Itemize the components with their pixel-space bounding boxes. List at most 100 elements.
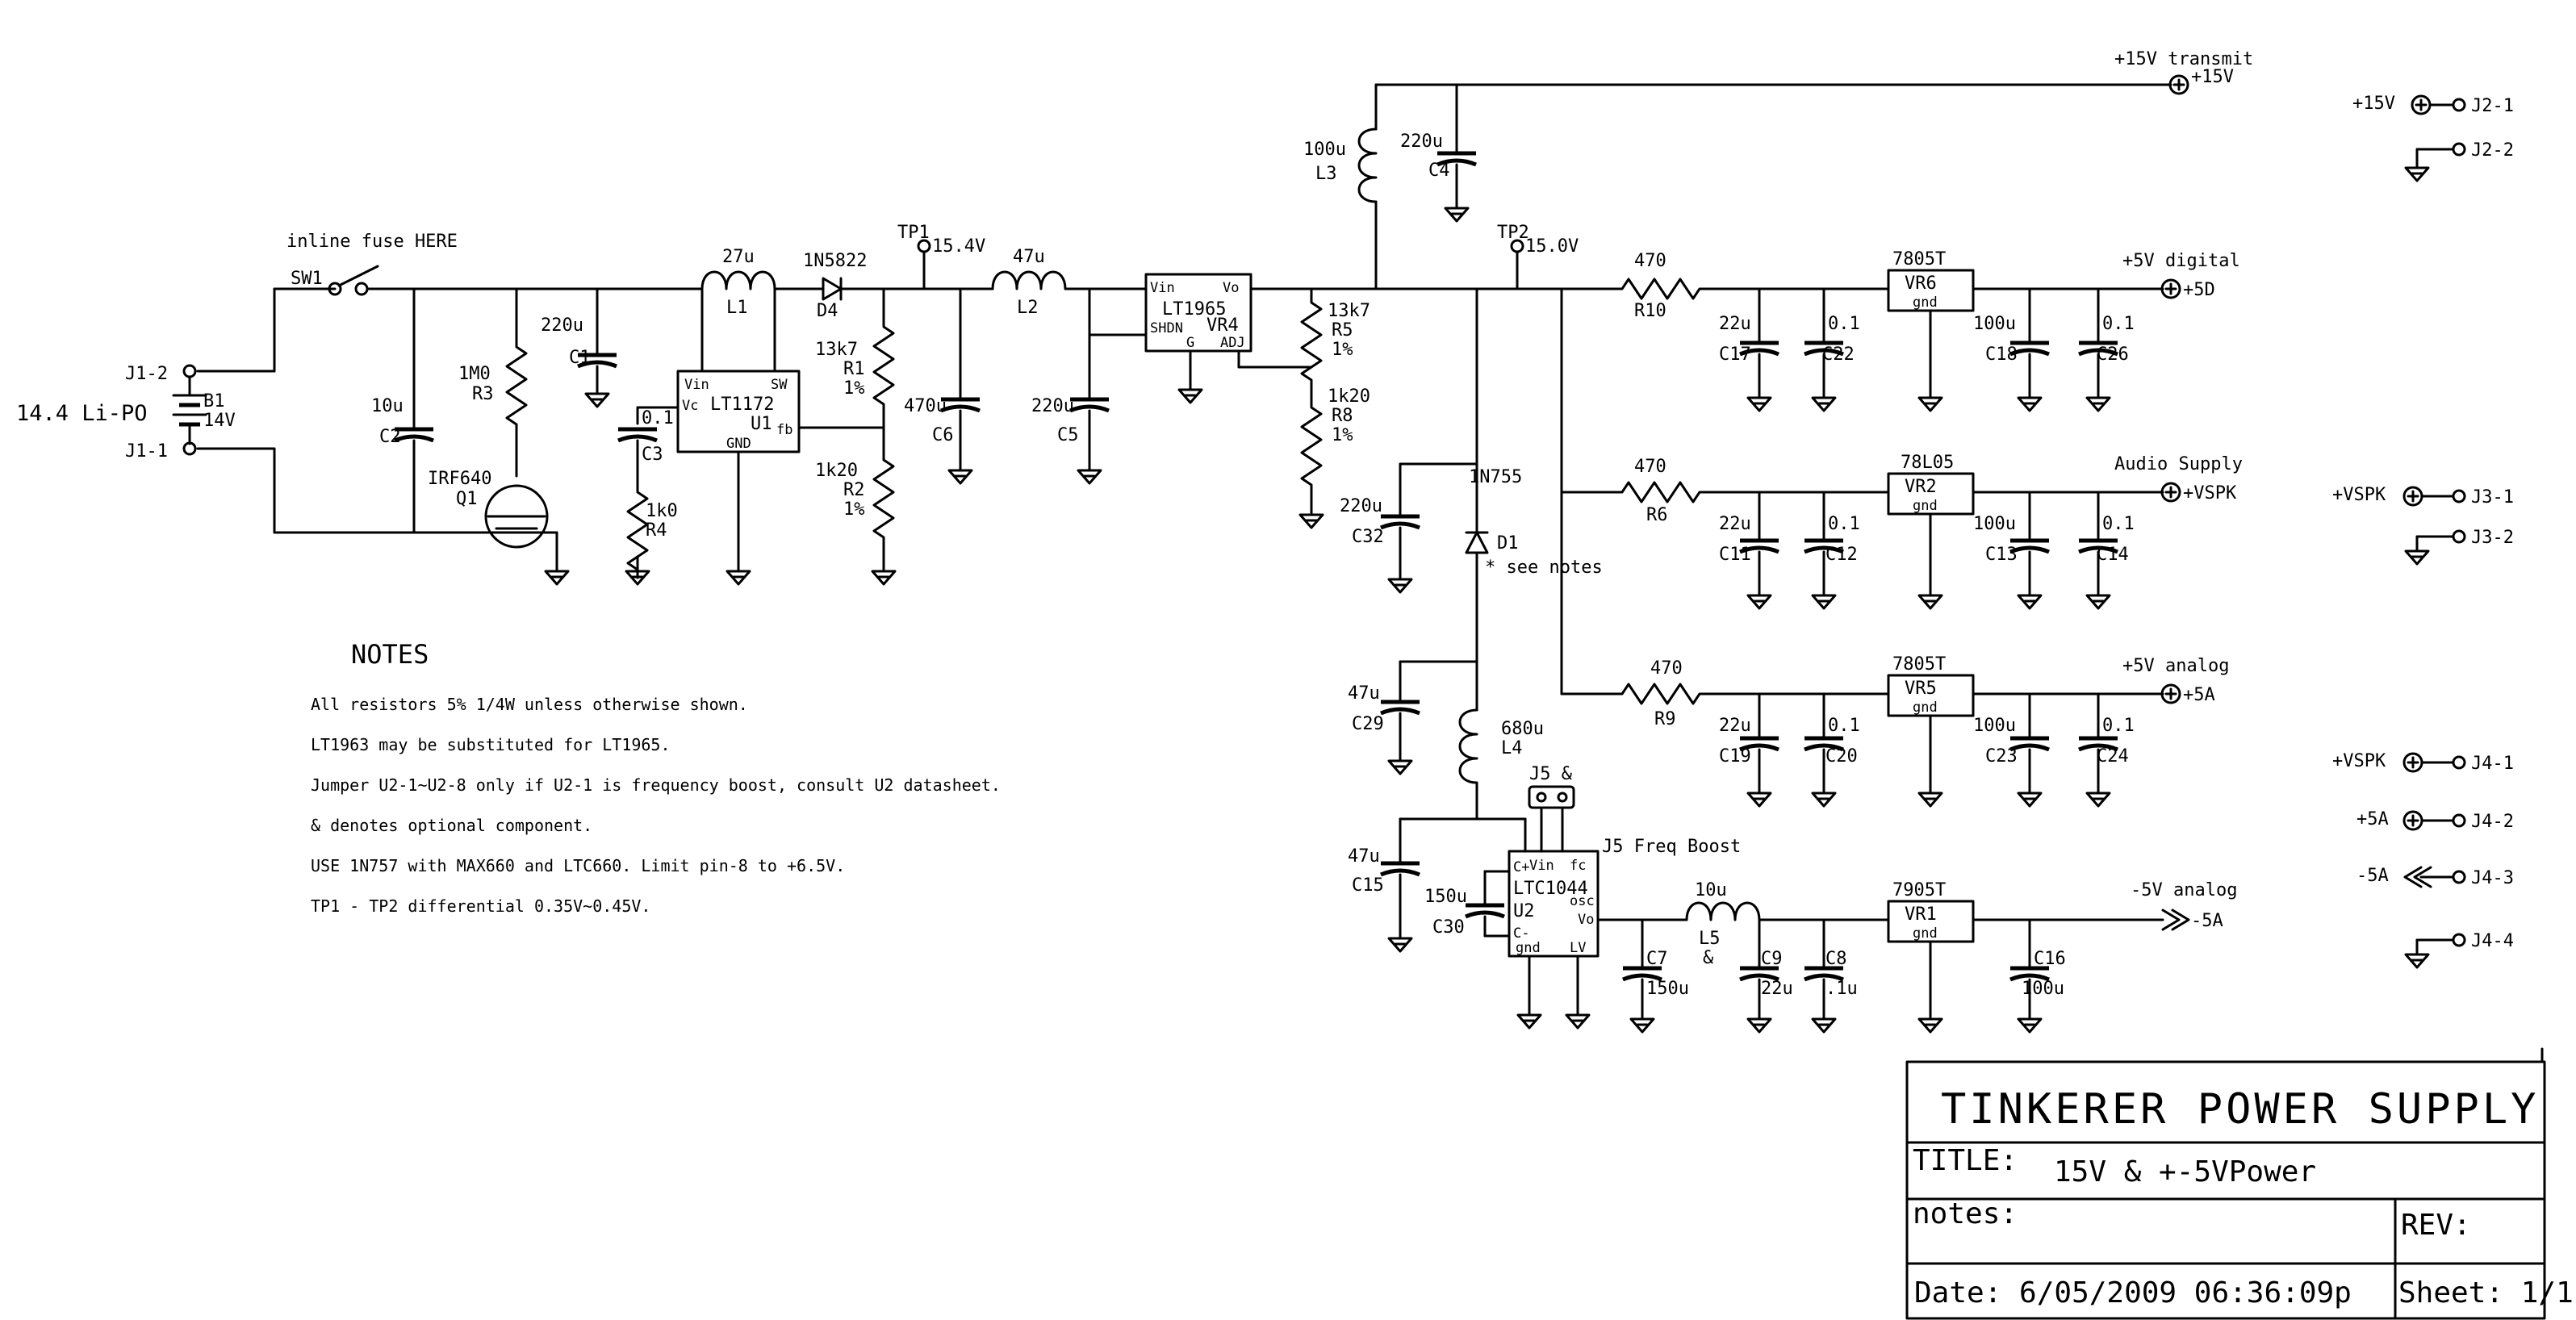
note-line: All resistors 5% 1/4W unless otherwise s… <box>311 695 748 714</box>
vr2-ref: VR2 <box>1905 477 1937 497</box>
rail-5a-label: +5A <box>2183 685 2215 705</box>
boost-section: 27u L1 Vin SW Vc LT1172 U1 fb GND 0.1 C3… <box>618 223 1378 586</box>
c26-val: 0.1 <box>2102 314 2135 334</box>
c32-ref: C32 <box>1352 527 1384 547</box>
title-block-rev-label: REV: <box>2401 1209 2471 1242</box>
d4-val: 1N5822 <box>803 251 867 271</box>
d1-val: 1N755 <box>1469 467 1522 487</box>
q1-val: IRF640 <box>428 469 491 489</box>
fuse-note: inline fuse HERE <box>286 232 458 252</box>
d1-note: * see notes <box>1485 558 1603 578</box>
vr4-adj: ADJ <box>1220 335 1245 351</box>
j5-jumper <box>1528 785 1575 809</box>
u1-ref: U1 <box>751 414 772 434</box>
sw1-label: SW1 <box>291 269 323 289</box>
j1-1-label: J1-1 <box>125 441 168 462</box>
u2-vo: Vo <box>1578 912 1594 928</box>
c6-ref: C6 <box>932 425 954 445</box>
c3-ref: C3 <box>642 445 663 465</box>
u2-vin: Vin <box>1529 858 1554 874</box>
b1-ref: B1 <box>203 391 225 411</box>
l2-val: 47u <box>1013 247 1045 267</box>
d1-zener <box>1465 531 1489 554</box>
c17-ref: C17 <box>1719 345 1751 365</box>
c22-ref: C22 <box>1822 345 1855 365</box>
c22-val: 0.1 <box>1828 314 1860 334</box>
rail-15v: 100u L3 220u C4 +15V transmit +15V TP2 1… <box>1303 49 2253 290</box>
b1-val: 14V <box>203 411 236 431</box>
r10-val: 470 <box>1634 251 1666 271</box>
l1-ref: L1 <box>726 298 748 318</box>
r4-ref: R4 <box>646 520 667 541</box>
c9-ref: C9 <box>1761 949 1783 969</box>
vr5-val: 7805T <box>1892 654 1946 675</box>
c3-val: 0.1 <box>642 408 674 428</box>
j4-2-net: +5A <box>2356 809 2389 829</box>
c7-ref: C7 <box>1646 949 1668 969</box>
c12-ref: C12 <box>1825 545 1858 565</box>
title-block-title-label: TITLE: <box>1913 1144 2018 1177</box>
c18-val: 100u <box>1973 314 2016 334</box>
vr6-gnd: gnd <box>1913 294 1938 311</box>
r5-ref: R5 <box>1332 320 1353 340</box>
note-line: TP1 - TP2 differential 0.35V~0.45V. <box>311 896 650 916</box>
title-block-title: TINKERER POWER SUPPLY <box>1941 1085 2539 1134</box>
r1-ref: R1 <box>843 359 865 379</box>
r5-val: 13k7 <box>1328 301 1370 321</box>
u1-vin: Vin <box>684 377 709 393</box>
r9-val: 470 <box>1650 658 1683 679</box>
j4-1-net: +VSPK <box>2332 751 2386 771</box>
j1-2-label: J1-2 <box>125 364 168 384</box>
vr4-vin: Vin <box>1150 280 1175 296</box>
j2-2-label: J2-2 <box>2471 140 2514 161</box>
u1-vc: Vc <box>682 398 698 414</box>
j3-1-net: +VSPK <box>2332 485 2386 505</box>
c12-val: 0.1 <box>1828 514 1860 534</box>
c4-ref: C4 <box>1428 161 1450 181</box>
c11-ref: C11 <box>1719 545 1751 565</box>
r8-val: 1k20 <box>1328 386 1370 407</box>
r1-tol: 1% <box>843 378 865 399</box>
r10-ref: R10 <box>1634 301 1666 321</box>
c23-val: 100u <box>1973 716 2016 736</box>
l5-opt: & <box>1703 948 1714 968</box>
notes-block: NOTES All resistors 5% 1/4W unless other… <box>311 639 1001 916</box>
vr4-ref: VR4 <box>1206 315 1239 336</box>
vr1-ref: VR1 <box>1905 904 1937 925</box>
q1-ref: Q1 <box>456 489 478 509</box>
u1-gnd: GND <box>726 436 751 452</box>
r6-val: 470 <box>1634 457 1666 477</box>
rail-15v-label: +15V <box>2191 67 2234 87</box>
c8-ref: C8 <box>1825 949 1847 969</box>
rail-audio: 470 R6 22u C11 0.1 C12 78L05 VR2 gnd 100… <box>1560 453 2243 610</box>
r8-ref: R8 <box>1332 406 1353 426</box>
connectors: +15V J2-1 J2-2 +VSPK J3-1 J3-2 +VSPK J4-… <box>2332 94 2514 969</box>
rail-5v-digital: 470 R10 22u C17 0.1 C22 7805T VR6 gnd 10… <box>1560 249 2240 412</box>
u2-charge-pump <box>1508 850 1600 958</box>
note-line: LT1963 may be substituted for LT1965. <box>311 735 671 754</box>
l1-val: 27u <box>722 247 755 267</box>
vr5-gnd: gnd <box>1913 700 1938 716</box>
rail-vspk-label: +VSPK <box>2183 483 2237 503</box>
j5-ref: J5 & <box>1529 764 1573 784</box>
tp1-val: 15.4V <box>932 236 985 257</box>
title-block-sheet: Sheet: 1/1 <box>2398 1276 2574 1310</box>
c18-ref: C18 <box>1985 345 2018 365</box>
u2-gnd: gnd <box>1516 940 1541 956</box>
rail-5v-analog: 470 R9 22u C19 0.1 C20 7805T VR5 gnd 100… <box>1560 654 2229 808</box>
c13-ref: C13 <box>1985 545 2018 565</box>
vr4-vo: Vo <box>1223 280 1239 296</box>
j3-1-label: J3-1 <box>2471 487 2514 508</box>
rail-neg5a-label: -5A <box>2191 911 2223 931</box>
u2-val: LTC1044 <box>1513 879 1588 899</box>
title-block-notes-label: notes: <box>1913 1197 2018 1230</box>
u2-lv: LV <box>1570 940 1586 956</box>
tp1-ref: TP1 <box>897 223 930 243</box>
l3-val: 100u <box>1303 140 1346 160</box>
c2-ref: C2 <box>379 427 401 447</box>
vr4-ldo <box>1144 273 1252 353</box>
notes-heading: NOTES <box>351 639 429 670</box>
u2-cp: C+ <box>1513 859 1529 875</box>
c19-val: 22u <box>1719 716 1751 736</box>
